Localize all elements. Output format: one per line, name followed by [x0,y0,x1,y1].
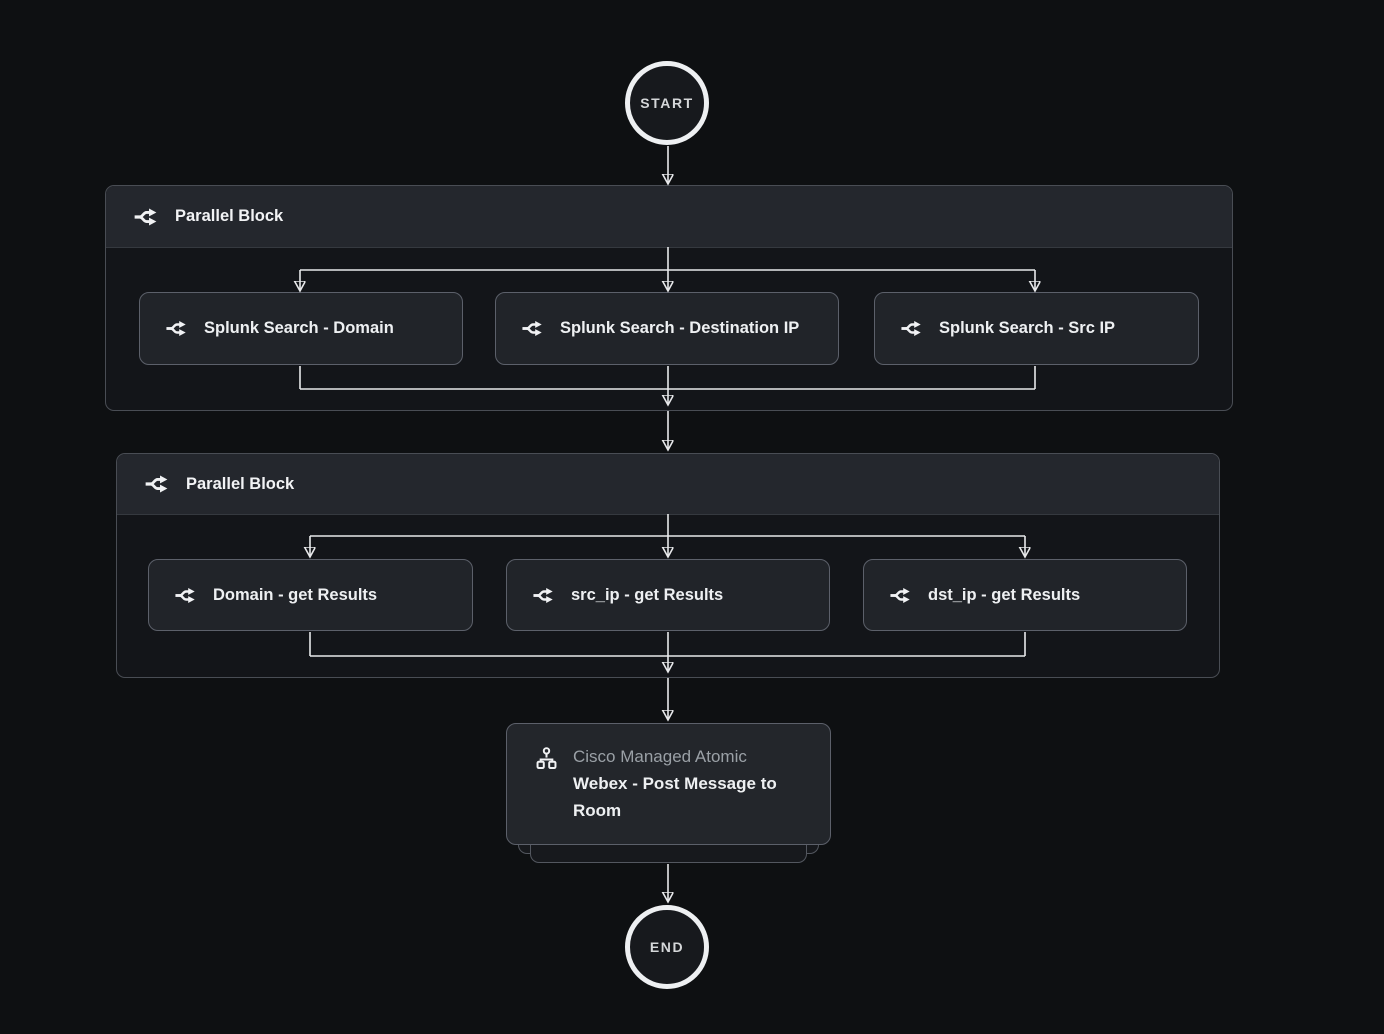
node-dst-ip-get-results[interactable]: dst_ip - get Results [863,559,1187,631]
parallel-block-1-title: Parallel Block [175,207,284,225]
split-arrows-icon [133,206,159,227]
start-node[interactable]: START [625,61,709,145]
atomic-title: Webex - Post Message to Room [573,774,777,820]
split-arrows-icon [144,473,170,495]
start-label: START [640,95,694,111]
split-arrows-icon [532,586,555,604]
split-arrows-icon [900,319,923,338]
sitemap-icon [536,747,557,769]
node-label: dst_ip - get Results [928,585,1081,604]
node-label: src_ip - get Results [571,585,724,604]
end-label: END [649,939,685,955]
end-node[interactable]: END [625,905,709,989]
split-arrows-icon [165,319,188,338]
node-src-ip-get-results[interactable]: src_ip - get Results [506,559,830,631]
parallel-block-2-header[interactable]: Parallel Block [117,454,1219,515]
parallel-block-2-title: Parallel Block [186,474,295,493]
node-splunk-search-destination-ip[interactable]: Splunk Search - Destination IP [495,292,839,365]
node-splunk-search-src-ip[interactable]: Splunk Search - Src IP [874,292,1199,365]
split-arrows-icon [521,319,544,338]
node-label: Splunk Search - Destination IP [560,319,800,337]
node-webex-post-message-to-room[interactable]: Cisco Managed Atomic Webex - Post Messag… [506,723,831,845]
split-arrows-icon [889,586,912,604]
node-label: Domain - get Results [213,585,378,604]
atomic-kicker: Cisco Managed Atomic [573,747,747,766]
parallel-block-1-header[interactable]: Parallel Block [106,186,1232,248]
node-domain-get-results[interactable]: Domain - get Results [148,559,473,631]
split-arrows-icon [174,586,197,604]
node-splunk-search-domain[interactable]: Splunk Search - Domain [139,292,463,365]
node-label: Splunk Search - Src IP [939,319,1116,337]
node-label: Splunk Search - Domain [204,319,394,337]
